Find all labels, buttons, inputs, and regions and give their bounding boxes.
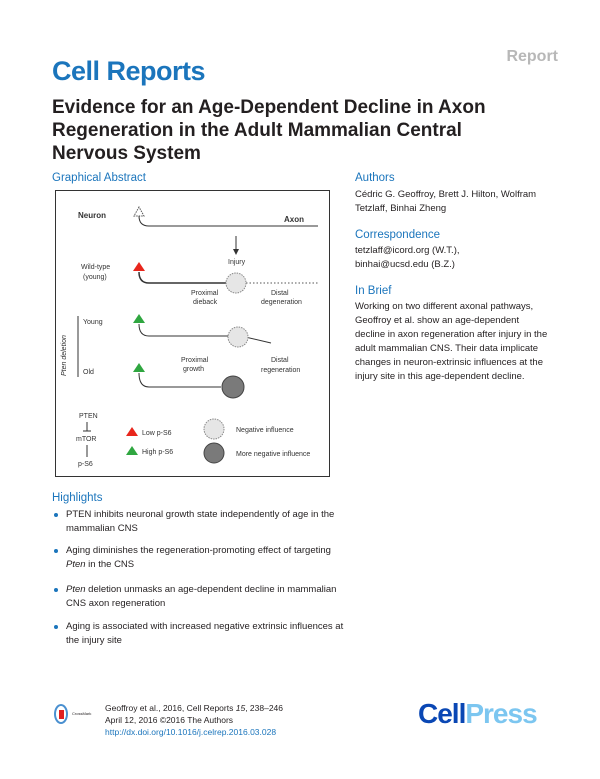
- svg-text:Distal: Distal: [271, 357, 289, 364]
- label-axon: Axon: [284, 215, 304, 224]
- negative-influence-icon: [225, 272, 247, 294]
- svg-text:High p-S6: High p-S6: [142, 449, 173, 456]
- axon-line: [138, 215, 318, 227]
- svg-text:growth: growth: [183, 366, 204, 373]
- label-pten-deletion: Pten deletion: [61, 335, 68, 376]
- crossmark-label: CrossMark: [72, 711, 92, 716]
- in-brief-text: Working on two different axonal pathways…: [355, 301, 548, 382]
- graphical-abstract: Neuron Axon Injury Wild-type (young) Pro…: [55, 190, 330, 477]
- svg-text:PTEN: PTEN: [79, 413, 98, 420]
- highlight-item: Aging is associated with increased negat…: [52, 620, 352, 648]
- label-old: Old: [83, 369, 94, 376]
- label-neuron: Neuron: [78, 211, 106, 220]
- label-young-paren: (young): [83, 274, 107, 281]
- citation: Geoffroy et al., 2016, Cell Reports 15, …: [105, 703, 284, 737]
- journal-name: Cell Reports: [52, 56, 206, 86]
- label-injury: Injury: [228, 259, 246, 266]
- highlight-item: PTEN inhibits neuronal growth state inde…: [52, 508, 352, 536]
- publication-date: April 12, 2016 ©2016 The Authors: [105, 715, 234, 725]
- svg-text:mTOR: mTOR: [76, 436, 96, 443]
- low-ps6-triangle: [133, 262, 145, 271]
- email-zheng[interactable]: binhai@ucsd.edu (B.Z.): [355, 259, 455, 270]
- svg-text:p-S6: p-S6: [78, 461, 93, 468]
- in-brief-heading: In Brief: [355, 285, 392, 297]
- svg-text:More negative influence: More negative influence: [236, 451, 310, 458]
- svg-text:Negative influence: Negative influence: [236, 427, 294, 434]
- authors-heading: Authors: [355, 172, 395, 184]
- highlight-item: Pten deletion unmasks an age-dependent d…: [52, 583, 352, 611]
- svg-text:degeneration: degeneration: [261, 299, 302, 306]
- svg-text:dieback: dieback: [193, 299, 218, 306]
- svg-text:regeneration: regeneration: [261, 367, 300, 374]
- graphical-abstract-heading: Graphical Abstract: [52, 172, 146, 184]
- label-young: Young: [83, 319, 103, 326]
- article-title: Evidence for an Age-Dependent Decline in…: [52, 97, 486, 164]
- graphical-abstract-diagram: Neuron Axon Injury Wild-type (young) Pro…: [61, 205, 318, 468]
- article-type: Report: [506, 48, 558, 65]
- svg-text:Proximal: Proximal: [181, 357, 209, 364]
- label-wild-type: Wild-type: [81, 264, 110, 271]
- svg-text:Proximal: Proximal: [191, 290, 219, 297]
- neuron-icon: [133, 205, 145, 217]
- highlight-item: Aging diminishes the regeneration-promot…: [52, 544, 352, 572]
- svg-text:Low p-S6: Low p-S6: [142, 430, 172, 437]
- highlights-heading: Highlights: [52, 492, 103, 504]
- authors-list: Cédric G. Geoffroy, Brett J. Hilton, Wol…: [355, 189, 537, 214]
- more-negative-influence-icon: [221, 375, 245, 399]
- crossmark-icon[interactable]: [54, 704, 68, 724]
- email-tetzlaff[interactable]: tetzlaff@icord.org (W.T.),: [355, 245, 460, 256]
- correspondence-heading: Correspondence: [355, 229, 441, 241]
- doi-link[interactable]: http://dx.doi.org/10.1016/j.celrep.2016.…: [105, 727, 277, 737]
- high-ps6-triangle: [133, 314, 145, 323]
- svg-text:Distal: Distal: [271, 290, 289, 297]
- cellpress-logo: CellPress: [418, 698, 538, 729]
